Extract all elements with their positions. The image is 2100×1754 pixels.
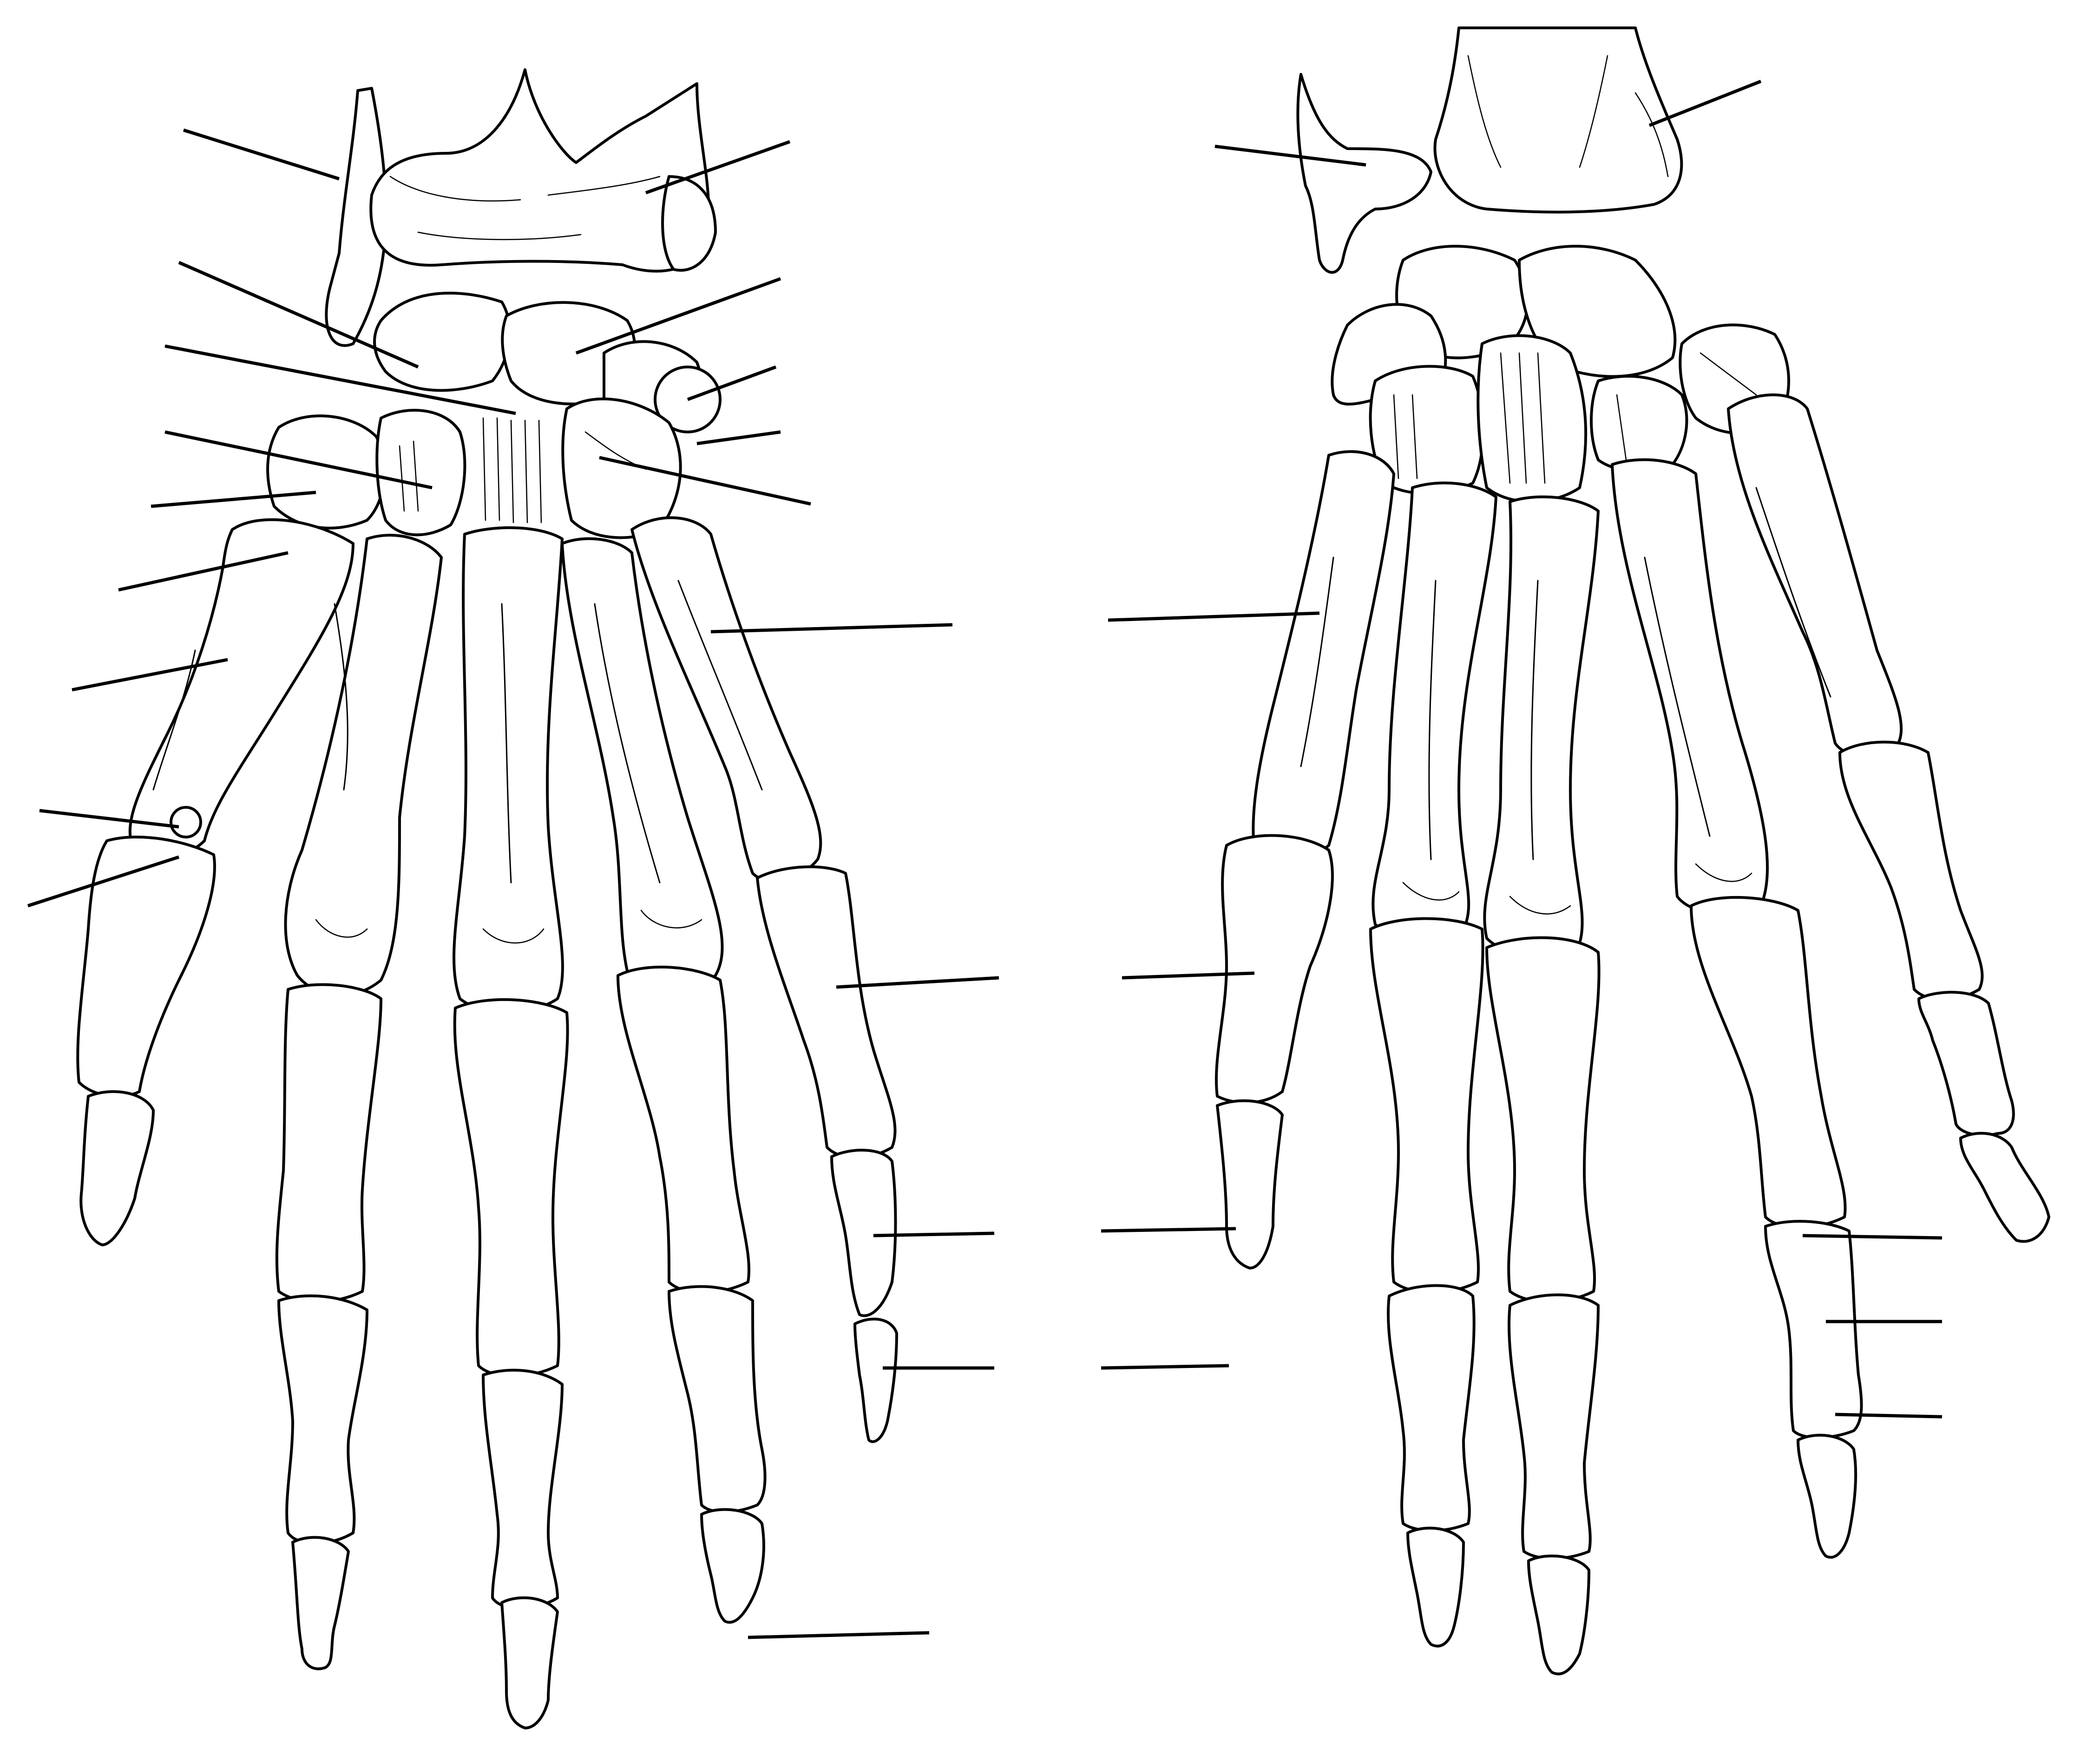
- left-index-proximal-phalanx: [275, 983, 382, 1303]
- leader-line: [72, 658, 228, 692]
- left-radius-styloid: [661, 175, 717, 272]
- right-trapezoid: [1369, 365, 1485, 495]
- right-hand-view: [1101, 26, 2050, 1675]
- right-index-middle-phalanx: [1387, 1284, 1476, 1532]
- leader-line: [1101, 1364, 1229, 1370]
- left-thumb-proximal-phalanx: [76, 836, 216, 1098]
- right-radius: [1433, 26, 1683, 214]
- leader-line: [696, 430, 781, 445]
- right-index-metacarpal: [1372, 481, 1497, 941]
- right-little-proximal-phalanx: [1838, 740, 1984, 1001]
- right-ring-distal-phalanx: [1797, 1433, 1857, 1559]
- left-index-metacarpal: [284, 534, 443, 997]
- leader-line: [1101, 1227, 1236, 1233]
- leader-line: [164, 344, 516, 415]
- left-hand-view: [27, 68, 999, 1729]
- left-trapezium: [266, 414, 386, 530]
- left-index-distal-phalanx: [291, 1536, 350, 1670]
- right-little-metacarpal: [1727, 393, 1903, 758]
- left-middle-metacarpal: [453, 526, 564, 1014]
- leader-line: [164, 430, 433, 490]
- leader-line: [1835, 1413, 1942, 1419]
- right-middle-middle-phalanx: [1508, 1293, 1600, 1560]
- left-little-distal-phalanx: [853, 1317, 898, 1443]
- leader-line: [873, 1231, 995, 1237]
- right-middle-distal-phalanx: [1527, 1554, 1590, 1675]
- left-sesamoid: [170, 806, 202, 838]
- leader-line: [178, 261, 419, 369]
- left-index-middle-phalanx: [277, 1294, 368, 1545]
- left-middle-distal-phalanx: [500, 1596, 559, 1729]
- leader-line: [599, 456, 811, 506]
- right-ring-middle-phalanx: [1764, 1220, 1863, 1439]
- left-middle-middle-phalanx: [482, 1368, 564, 1610]
- right-ring-metacarpal: [1611, 458, 1769, 916]
- right-ulna: [1296, 73, 1432, 274]
- left-thumb-distal-phalanx: [79, 1090, 155, 1246]
- left-ring-distal-phalanx: [700, 1508, 765, 1624]
- leader-line: [118, 551, 289, 592]
- right-thumb-proximal-phalanx: [1215, 834, 1334, 1104]
- left-trapezoid: [375, 409, 466, 537]
- leader-line: [151, 491, 316, 508]
- leader-line: [1122, 971, 1255, 980]
- right-middle-metacarpal: [1483, 495, 1600, 956]
- leader-line: [710, 623, 953, 634]
- leader-line: [183, 128, 340, 181]
- leader-line: [1108, 611, 1320, 622]
- leader-line: [39, 809, 179, 829]
- left-scaphoid: [373, 291, 512, 392]
- left-leader-lines: [27, 128, 999, 1639]
- leader-line: [1214, 144, 1366, 167]
- leader-line: [1802, 1234, 1942, 1240]
- leader-line: [645, 140, 791, 195]
- leader-line: [687, 365, 777, 401]
- leader-line: [575, 277, 781, 355]
- right-little-distal-phalanx: [1959, 1132, 2050, 1243]
- right-hamate: [1590, 375, 1688, 472]
- right-thumb-metacarpal: [1252, 450, 1395, 862]
- right-middle-proximal-phalanx: [1485, 936, 1601, 1303]
- leader-line: [748, 1631, 930, 1639]
- right-thumb-distal-phalanx: [1216, 1099, 1284, 1270]
- right-little-middle-phalanx: [1917, 991, 2015, 1137]
- right-ring-proximal-phalanx: [1690, 896, 1847, 1229]
- left-little-middle-phalanx: [830, 1149, 897, 1317]
- right-capitate: [1477, 334, 1588, 503]
- left-ring-proximal-phalanx: [617, 965, 750, 1294]
- right-index-distal-phalanx: [1406, 1526, 1465, 1648]
- leader-line: [27, 855, 180, 908]
- leader-line: [1648, 79, 1762, 127]
- left-ring-middle-phalanx: [668, 1285, 767, 1513]
- right-leader-lines: [1101, 79, 1942, 1419]
- right-index-proximal-phalanx: [1369, 917, 1484, 1294]
- left-radius: [369, 68, 710, 273]
- leader-line: [836, 976, 999, 989]
- left-middle-proximal-phalanx: [453, 998, 569, 1378]
- left-little-proximal-phalanx: [756, 865, 897, 1159]
